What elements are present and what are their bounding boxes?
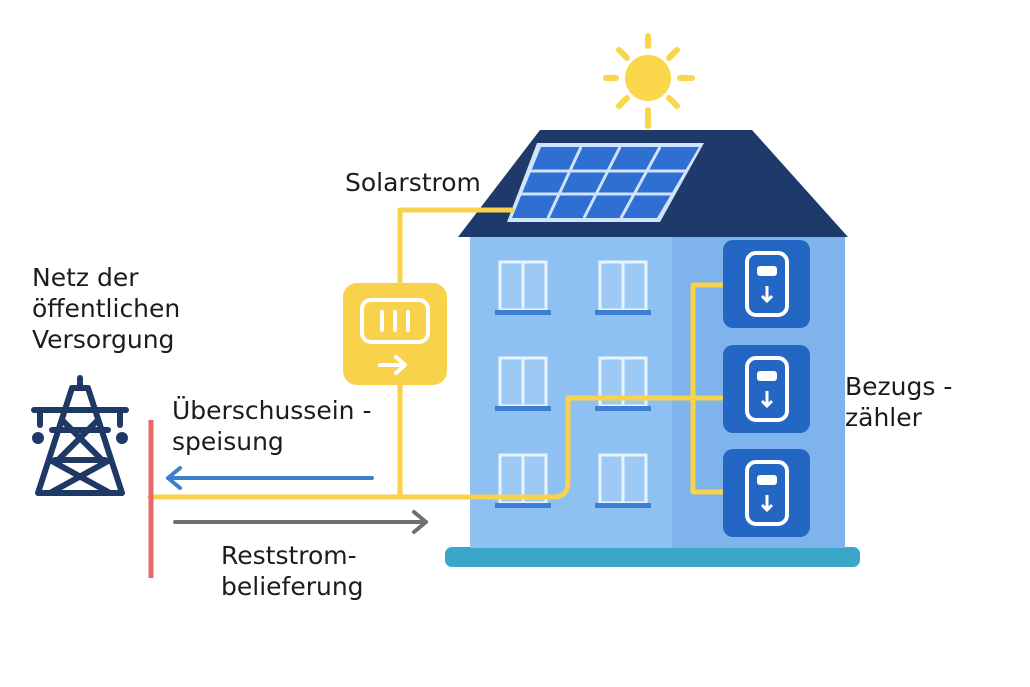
sun-icon	[603, 33, 695, 129]
grid-label: Netz der öffentlichen Versorgung	[32, 263, 181, 354]
consumption-meters-label: Bezugs - zähler	[845, 372, 953, 432]
consumption-meter-icon	[723, 449, 810, 537]
bidirectional-meter-icon	[343, 283, 447, 385]
solar-panel	[507, 143, 704, 222]
ground	[445, 547, 860, 567]
feed-in-label: Überschussein - speisung	[172, 396, 372, 456]
consumption-meter-icon	[723, 345, 810, 433]
consumption-meter-icon	[723, 240, 810, 328]
solar-power-label: Solarstrom	[345, 168, 481, 197]
feed-in-arrow	[166, 466, 374, 490]
residual-supply-label: Reststrom- belieferung	[221, 541, 364, 601]
power-pylon-icon	[31, 375, 129, 496]
solar-power-line	[147, 207, 725, 500]
residual-supply-arrow	[173, 510, 428, 534]
